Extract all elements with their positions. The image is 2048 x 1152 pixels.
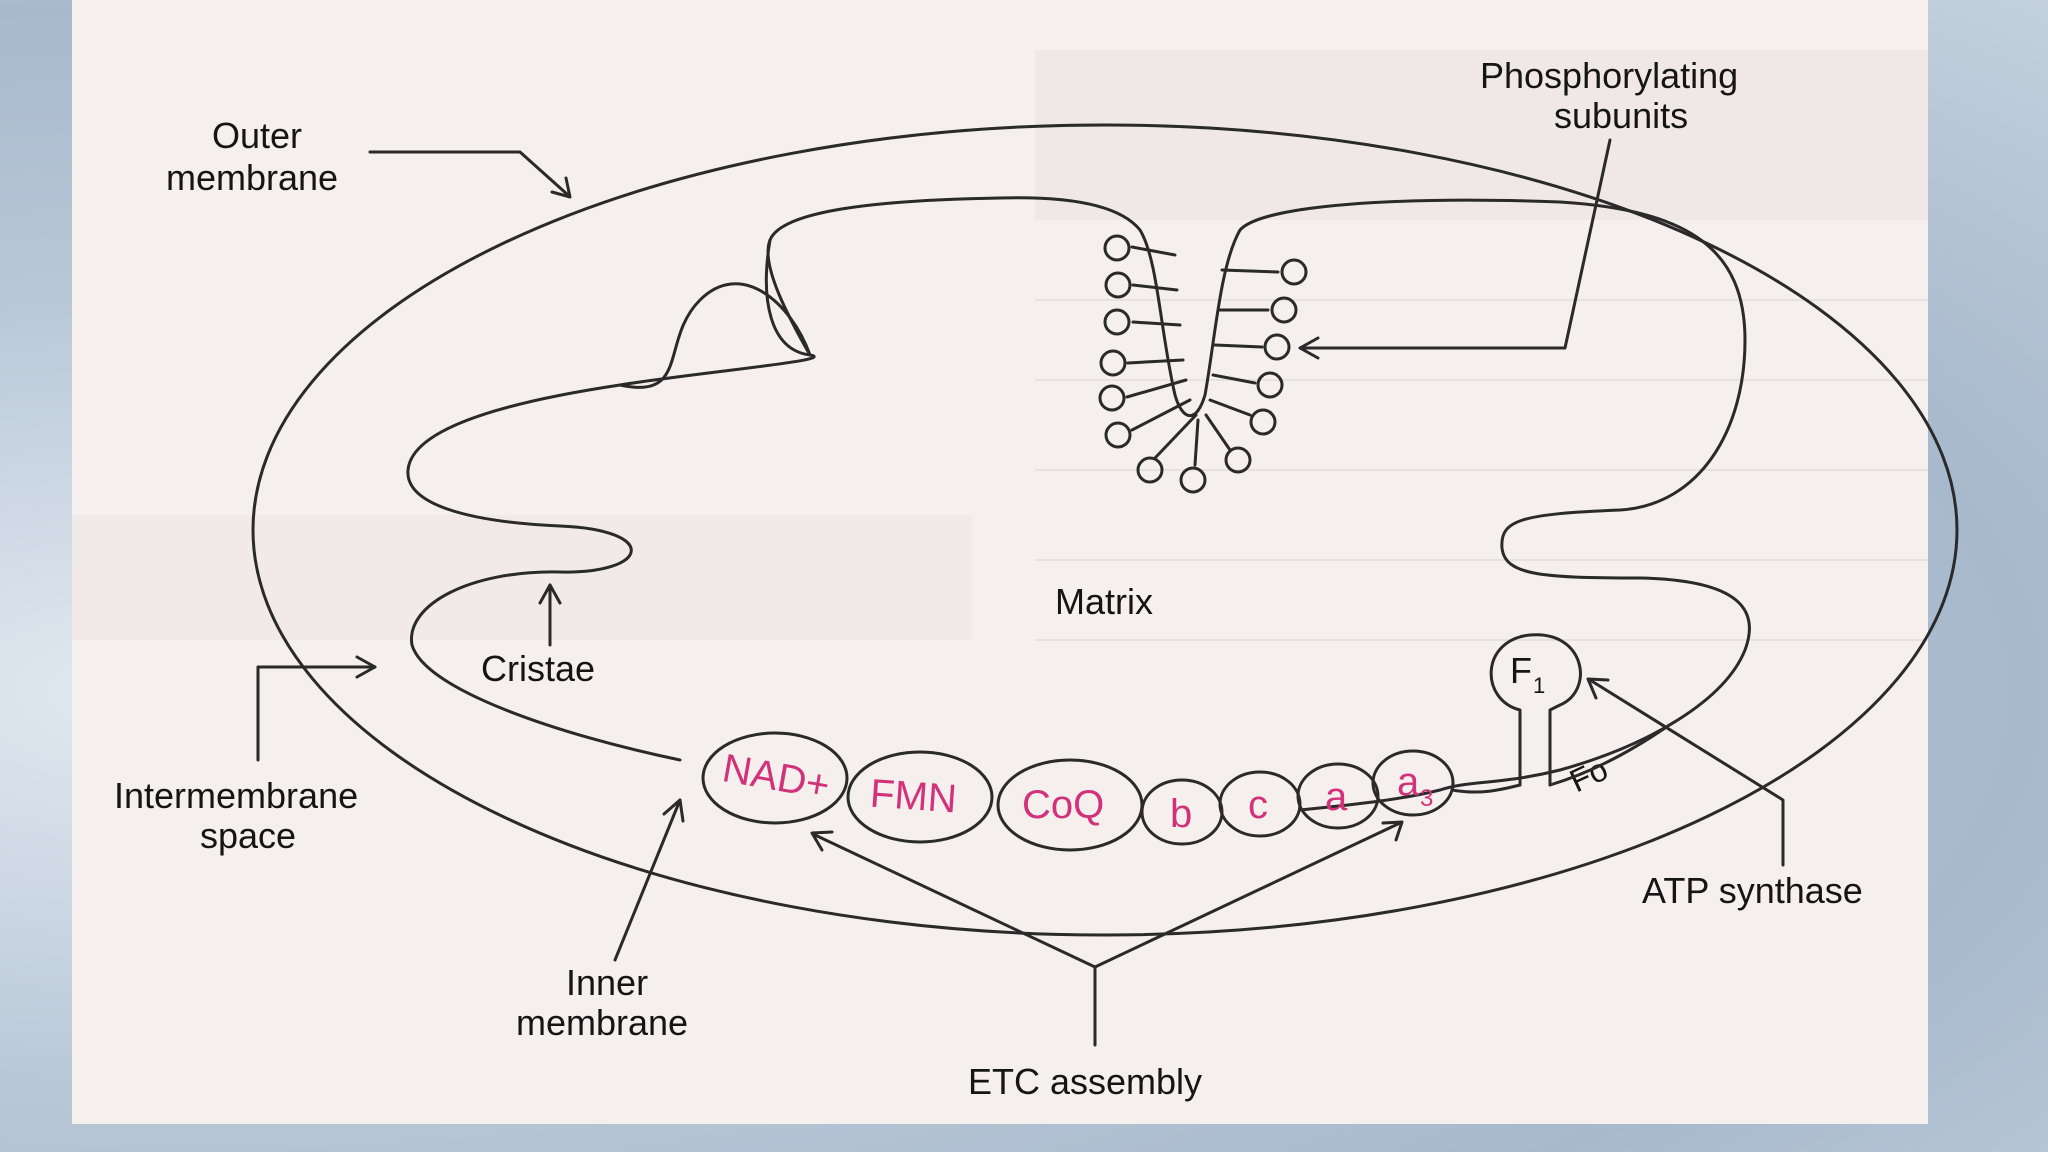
fo-label: Fo xyxy=(1564,751,1613,799)
phosphorylating-subunits xyxy=(1098,234,1308,494)
nad-oval xyxy=(701,731,849,825)
etc-assembly-pointer-left xyxy=(813,833,1097,969)
inner-membrane-label-1: Inner xyxy=(566,962,648,1003)
intermembrane-label-1: Intermembrane xyxy=(114,775,358,816)
atp-synthase: F 1 Fo xyxy=(1489,633,1667,799)
f1-label: F xyxy=(1510,650,1532,691)
atp-synthase-arrowhead xyxy=(1586,677,1610,700)
outer-membrane-arrowhead xyxy=(550,176,572,199)
etc-assembly-arrowhead-left xyxy=(810,830,834,852)
inner-membrane-pointer xyxy=(613,798,682,962)
b-label: b xyxy=(1170,792,1192,836)
fmn-oval xyxy=(846,750,994,844)
etc-chain: NAD+ FMN CoQ b c a a 3 xyxy=(701,731,1522,852)
etc-assembly-label: ETC assembly xyxy=(968,1061,1202,1102)
background-ghost-text xyxy=(72,50,1928,641)
atp-synthase-pointer xyxy=(1588,678,1785,867)
crista-fold-top xyxy=(618,282,812,389)
a3-label: a xyxy=(1397,760,1420,804)
f1-subscript: 1 xyxy=(1533,673,1545,698)
inner-membrane-label-2: membrane xyxy=(516,1002,688,1043)
inner-membrane-arrowhead xyxy=(662,798,685,823)
c-label: c xyxy=(1248,783,1268,827)
a3-oval xyxy=(1371,749,1455,817)
inner-membrane xyxy=(406,196,1751,812)
crista-fold-topleft xyxy=(766,238,812,357)
a3-subscript: 3 xyxy=(1420,785,1433,812)
fmn-label: FMN xyxy=(869,772,958,822)
outer-membrane-pointer xyxy=(368,150,570,197)
phosphorylating-pointer xyxy=(1298,138,1612,350)
coq-label: CoQ xyxy=(1022,783,1104,827)
outer-membrane-label-2: membrane xyxy=(166,157,338,198)
a-label: a xyxy=(1325,775,1348,819)
etc-assembly-arrowhead-right xyxy=(1381,820,1404,842)
nad-label: NAD+ xyxy=(719,746,833,808)
matrix-label: Matrix xyxy=(1055,581,1153,622)
atp-synthase-label: ATP synthase xyxy=(1642,870,1863,911)
phosphorylating-label-2: subunits xyxy=(1554,95,1688,136)
outer-membrane-label-1: Outer xyxy=(212,115,302,156)
cristae-label: Cristae xyxy=(481,648,595,689)
outer-membrane xyxy=(251,123,1959,937)
etc-assembly-pointer-right xyxy=(1093,821,1402,969)
intermembrane-arrowhead xyxy=(355,655,377,679)
intermembrane-label-2: space xyxy=(200,815,296,856)
cristae-arrowhead xyxy=(538,583,562,605)
intermembrane-pointer xyxy=(256,665,377,762)
phosphorylating-label-1: Phosphorylating xyxy=(1480,55,1738,96)
phosphorylating-arrowhead xyxy=(1298,336,1320,360)
